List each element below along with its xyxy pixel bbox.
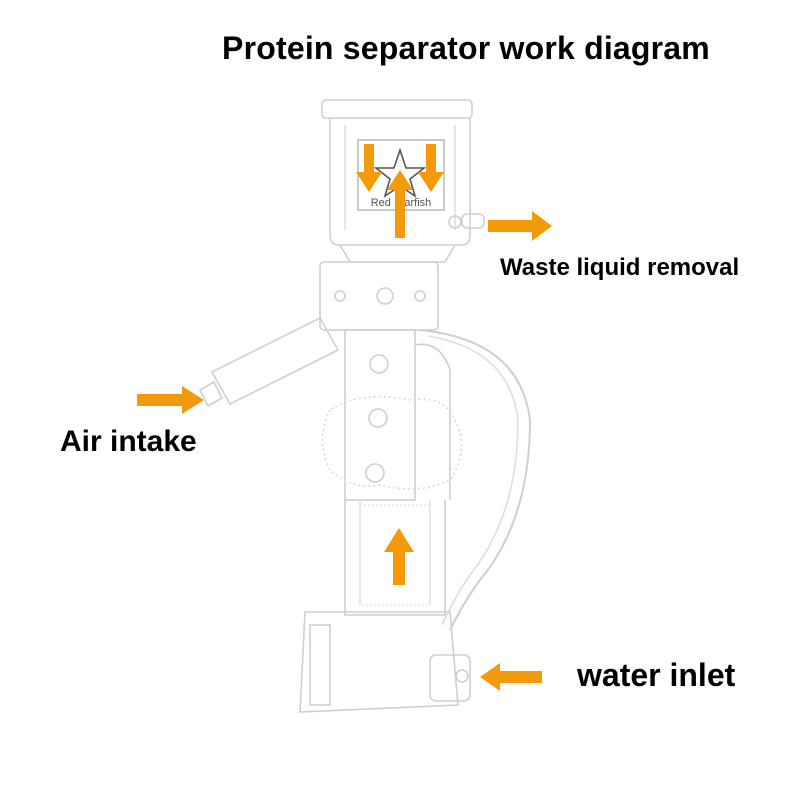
air-intake-arrow: [137, 386, 204, 414]
cup-down-left-arrow: [356, 144, 382, 192]
skimmer-body: [198, 99, 532, 713]
return-hose: [419, 329, 532, 631]
water-inlet-arrow: [480, 663, 542, 691]
pump-inlet: [429, 654, 471, 702]
bubble-port-1: [369, 354, 389, 374]
flow-arrows: [137, 144, 552, 691]
upper-block: [319, 261, 439, 331]
page-title: Protein separator work diagram: [222, 30, 710, 66]
waste-outflow-arrow: [488, 211, 552, 241]
reaction-column: [344, 329, 416, 501]
sponge: [321, 395, 463, 490]
waste-liquid-removal-label: Waste liquid removal: [500, 254, 740, 281]
bubble-port-2: [368, 408, 388, 428]
bubble-port-3: [365, 463, 385, 483]
collection-cup: [329, 118, 471, 246]
air-intake-tube: [210, 316, 340, 406]
water-inlet-label: water inlet: [577, 657, 736, 693]
chamber-up-arrow: [384, 528, 414, 585]
cup-up-arrow: [387, 170, 413, 238]
cup-down-right-arrow: [418, 144, 444, 192]
cup-lid: [321, 99, 473, 119]
air-intake-label: Air intake: [60, 425, 197, 458]
lower-chamber: [344, 500, 446, 616]
waste-outlet-nozzle: [461, 213, 485, 229]
pump-base: [299, 611, 459, 713]
